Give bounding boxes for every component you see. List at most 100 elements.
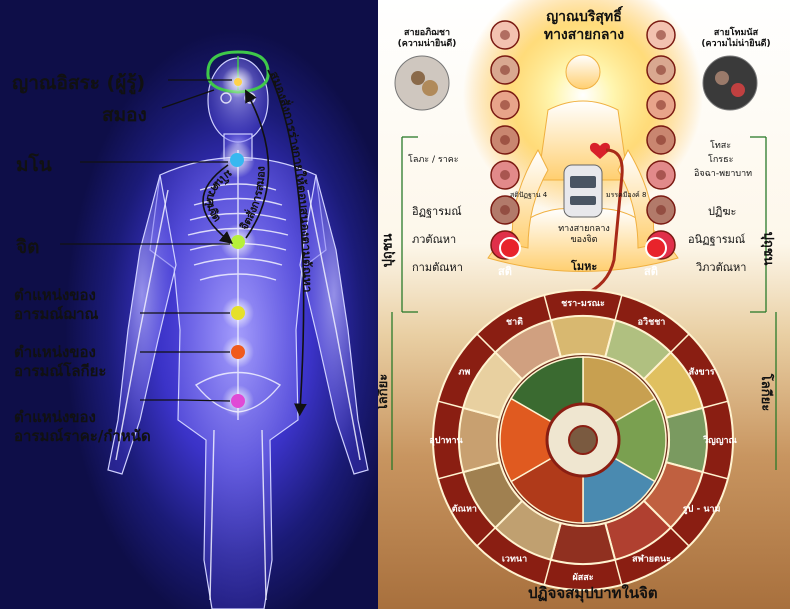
sense-organ-icon-core: [656, 135, 666, 145]
state-anittharom: อนิฏฐารมณ์: [688, 233, 746, 246]
skeleton: [115, 92, 361, 601]
wheel-segment: [549, 521, 617, 565]
sati-right-label: สติ: [644, 265, 658, 278]
body-figure: สมองสั่งการร่างกายให้ตอบสนองตามตัณหา จิต…: [60, 50, 369, 609]
sati-right-button: [645, 237, 667, 259]
sense-organ-icon-core: [500, 170, 510, 180]
pleasant-path-title: สายอภิฌชา(ความน่ายินดี): [397, 28, 457, 49]
label-chit: จิต: [16, 236, 40, 258]
command-arrows: [202, 69, 307, 417]
lokiya-right: โลกียะ: [758, 373, 774, 412]
wheel-segment: [664, 406, 708, 474]
label-samong: สมอง: [102, 104, 147, 126]
label-pos1: ตำแหน่งของอารมณ์ฌาณ: [14, 286, 99, 323]
pleasant-portrait-figure: [411, 71, 425, 85]
wheel-divider: [614, 294, 623, 321]
state-phava: ภวตัณหา: [412, 233, 457, 246]
pos1-point: [231, 306, 245, 320]
state-kama: กามตัณหา: [412, 261, 463, 274]
wheel-divider: [543, 559, 552, 586]
sense-organ-icon-core: [656, 30, 666, 40]
brain-point: [234, 78, 242, 86]
wheel-link-label: วิญญาณ: [702, 435, 737, 446]
heart-icon: [589, 142, 611, 159]
label-nyan-isara: ญาณอิสระ (ผู้รู้): [12, 72, 146, 94]
sense-icon-strip-left: [490, 20, 520, 260]
wheel-link-label: อุปาทาน: [429, 435, 463, 446]
wheel-divider: [476, 333, 496, 353]
karma-stem: [582, 148, 624, 297]
label-pos2: ตำแหน่งของอารมณ์โลกียะ: [14, 343, 107, 380]
sense-organ-icon-core: [656, 205, 666, 215]
sense-organ-icon-core: [656, 100, 666, 110]
label-pos3: ตำแหน่งของอารมณ์ราคะ/กำหนัด: [14, 408, 151, 445]
state-vibhava: วิภวตัณหา: [696, 261, 747, 274]
state-krotha: โกรธะ: [708, 155, 734, 165]
wheel-hub-center: [568, 425, 598, 455]
sense-organ-icon-core: [500, 100, 510, 110]
unpleasant-path-title: สายโทมนัส(ความไม่น่ายินดี): [701, 28, 771, 49]
puthuchon-right: ปุถุชน: [760, 231, 776, 266]
wheel-divider: [702, 400, 729, 409]
wheel-link-label: ผัสสะ: [572, 572, 593, 583]
wheel-link-label: ชาติ: [506, 316, 523, 327]
brain-outline: [206, 50, 270, 94]
wheel-link-label: ชรา-มรณะ: [561, 299, 605, 309]
satipatthana-label: สติปัฏฐาน 4: [510, 191, 548, 199]
unpleasant-portrait: [702, 55, 758, 111]
sense-organ-icon-core: [500, 65, 510, 75]
side-brackets: [391, 136, 777, 470]
puthuchon-left: ปุถุชน: [380, 233, 396, 268]
realm-segment: [581, 397, 667, 483]
wheel-divider: [437, 471, 464, 480]
sense-organ-icon-core: [656, 170, 666, 180]
wheel-link-label: สังขาร: [689, 367, 715, 378]
unpleasant-portrait-figure: [715, 71, 729, 85]
sense-icon-strip-right: [646, 20, 676, 260]
eightfold-label: มรรคมีองค์ 8: [606, 191, 647, 199]
state-issa: อิจฉา-พยาบาท: [694, 169, 753, 179]
wheel-divider: [614, 559, 623, 586]
wheel-divider: [437, 400, 464, 409]
state-tosa: โทสะ: [710, 141, 732, 151]
wheel-divider: [670, 333, 690, 353]
sense-organ-icon-core: [500, 205, 510, 215]
label-mano: มโน: [16, 154, 52, 176]
pleasant-portrait-figure-2: [422, 80, 438, 96]
title-pure-knowledge: ญาณบริสุทธิ์ทางสายกลาง: [543, 9, 625, 43]
state-patigha: ปฏิฆะ: [708, 205, 737, 218]
energy-points: [219, 66, 256, 417]
lokiya-left: โลกียะ: [378, 373, 392, 412]
sati-left-button: [499, 237, 521, 259]
wheel-divider: [702, 471, 729, 480]
chit-point: [231, 235, 245, 249]
wheel-segment: [549, 315, 617, 359]
mano-point: [230, 153, 244, 167]
sense-organ-icon-core: [656, 65, 666, 75]
state-lobha: โลภะ / ราคะ: [408, 155, 459, 165]
dependent-origination-panel: ชรา-มรณะอวิชชาสังขารวิญญาณรูป - นามสฬายต…: [378, 0, 790, 609]
wheel-link-label: อวิชชา: [638, 316, 666, 327]
wheel-link-label: เวทนา: [502, 555, 527, 565]
wheel-divider: [670, 527, 690, 547]
pos3-point: [231, 394, 245, 408]
body-diagram-panel: สมองสั่งการร่างกายให้ตอบสนองตามตัณหา จิต…: [0, 0, 378, 609]
meditating-figure: [487, 54, 679, 272]
moha-label: โมหะ: [571, 260, 598, 273]
wheel-link-label: ตัณหา: [452, 504, 477, 515]
wheel-link-label: ภพ: [458, 368, 470, 378]
wheel-segment: [458, 406, 502, 474]
wheel-divider: [476, 527, 496, 547]
leader-lines: [60, 79, 232, 402]
middle-way-label: ทางสายกลางของจิต: [558, 224, 610, 245]
wheel-title: ปฏิจจสมุปบาทในจิต: [528, 584, 658, 602]
unpleasant-portrait-figure-2: [731, 83, 745, 97]
realm-segment: [499, 397, 585, 483]
sati-left-label: สติ: [498, 265, 512, 278]
wheel-link-label: สฬายตนะ: [632, 554, 671, 565]
state-ittharom: อิฏฐารมณ์: [412, 205, 462, 218]
sense-organ-icon-core: [500, 135, 510, 145]
pos2-point: [231, 345, 245, 359]
